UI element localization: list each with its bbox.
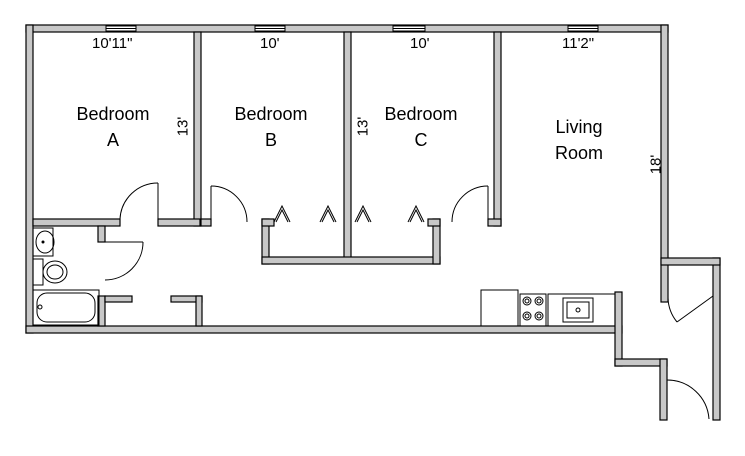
windows xyxy=(105,25,599,32)
bedroom-a-depth-dim: 13' xyxy=(174,116,192,137)
living-room-line1: Living xyxy=(555,117,603,137)
bedroom-a-label: Bedroom A xyxy=(60,101,166,153)
bedroom-c-width-dim: 10' xyxy=(410,35,430,52)
bedroom-b-name: Bedroom xyxy=(234,104,308,124)
bedroom-b-label: Bedroom B xyxy=(218,101,324,153)
living-room-label: Living Room xyxy=(526,114,632,166)
living-room-line2: Room xyxy=(554,143,603,163)
bedroom-b-letter: B xyxy=(264,130,277,150)
living-room-depth-dim: 18' xyxy=(647,154,665,175)
bathroom-fixtures xyxy=(32,227,100,326)
bedroom-b-width-dim: 10' xyxy=(260,35,280,52)
bedroom-a-width-dim: 10'11" xyxy=(92,35,133,52)
interior-walls xyxy=(32,31,502,327)
bedroom-c-letter: C xyxy=(414,130,428,150)
bedroom-c-label: Bedroom C xyxy=(368,101,474,153)
closet-bifold-doors xyxy=(273,204,425,223)
bedroom-c-depth-dim: 13' xyxy=(354,116,372,137)
living-room-width-dim: 11'2" xyxy=(562,35,595,52)
bedroom-a-letter: A xyxy=(106,130,119,150)
kitchen-fixtures xyxy=(480,289,616,327)
bedroom-c-name: Bedroom xyxy=(384,104,458,124)
exterior-walls xyxy=(25,24,721,421)
doors xyxy=(104,182,714,420)
bedroom-a-name: Bedroom xyxy=(76,104,150,124)
